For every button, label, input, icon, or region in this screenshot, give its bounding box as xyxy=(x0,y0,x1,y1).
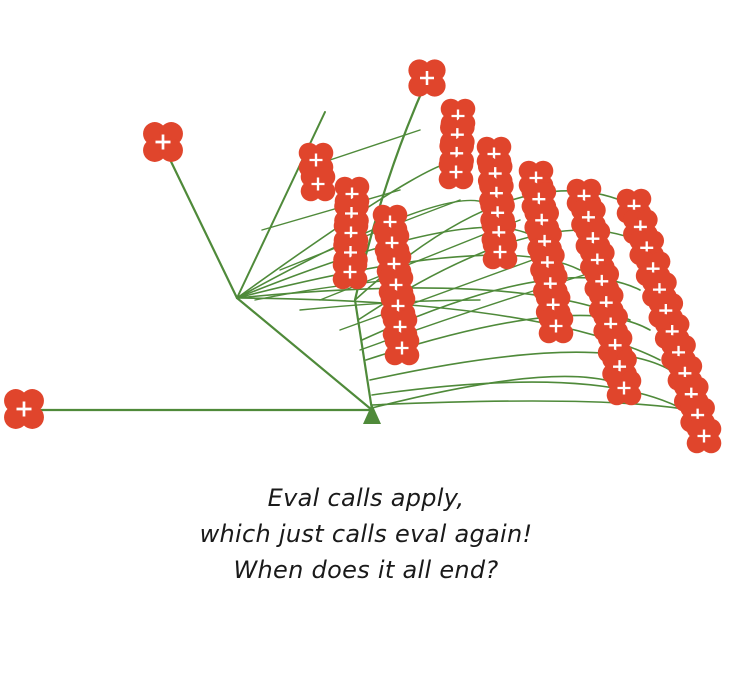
flower-16 xyxy=(384,330,420,366)
branch-upper-left xyxy=(235,296,374,412)
flower-26 xyxy=(482,234,518,270)
haiku-line-2: which just calls eval again! xyxy=(199,520,533,548)
flower-44 xyxy=(606,370,642,406)
arc-lower-4 xyxy=(369,351,671,381)
flower-2 xyxy=(408,59,446,97)
flower-1 xyxy=(143,122,183,162)
haiku-line-3: When does it all end? xyxy=(233,556,499,584)
arc-lower-7 xyxy=(371,375,623,409)
flower-0 xyxy=(4,389,44,429)
arc-lower-6 xyxy=(371,400,691,411)
arc-upper-2 xyxy=(236,226,537,299)
twig-far-left xyxy=(161,143,239,300)
flower-34 xyxy=(538,308,574,344)
cross-arc-0 xyxy=(261,189,401,231)
haiku-line-1: Eval calls apply, xyxy=(267,484,465,512)
tree-root-arrow xyxy=(363,404,381,424)
flower-13 xyxy=(378,267,414,303)
flower-clusters xyxy=(4,59,722,454)
flower-56 xyxy=(686,418,722,454)
haiku: Eval calls apply, which just calls eval … xyxy=(0,480,732,588)
flower-4 xyxy=(300,166,336,202)
recursive-tree-illustration xyxy=(4,59,722,454)
flower-20 xyxy=(438,154,474,190)
flower-9 xyxy=(332,254,368,290)
